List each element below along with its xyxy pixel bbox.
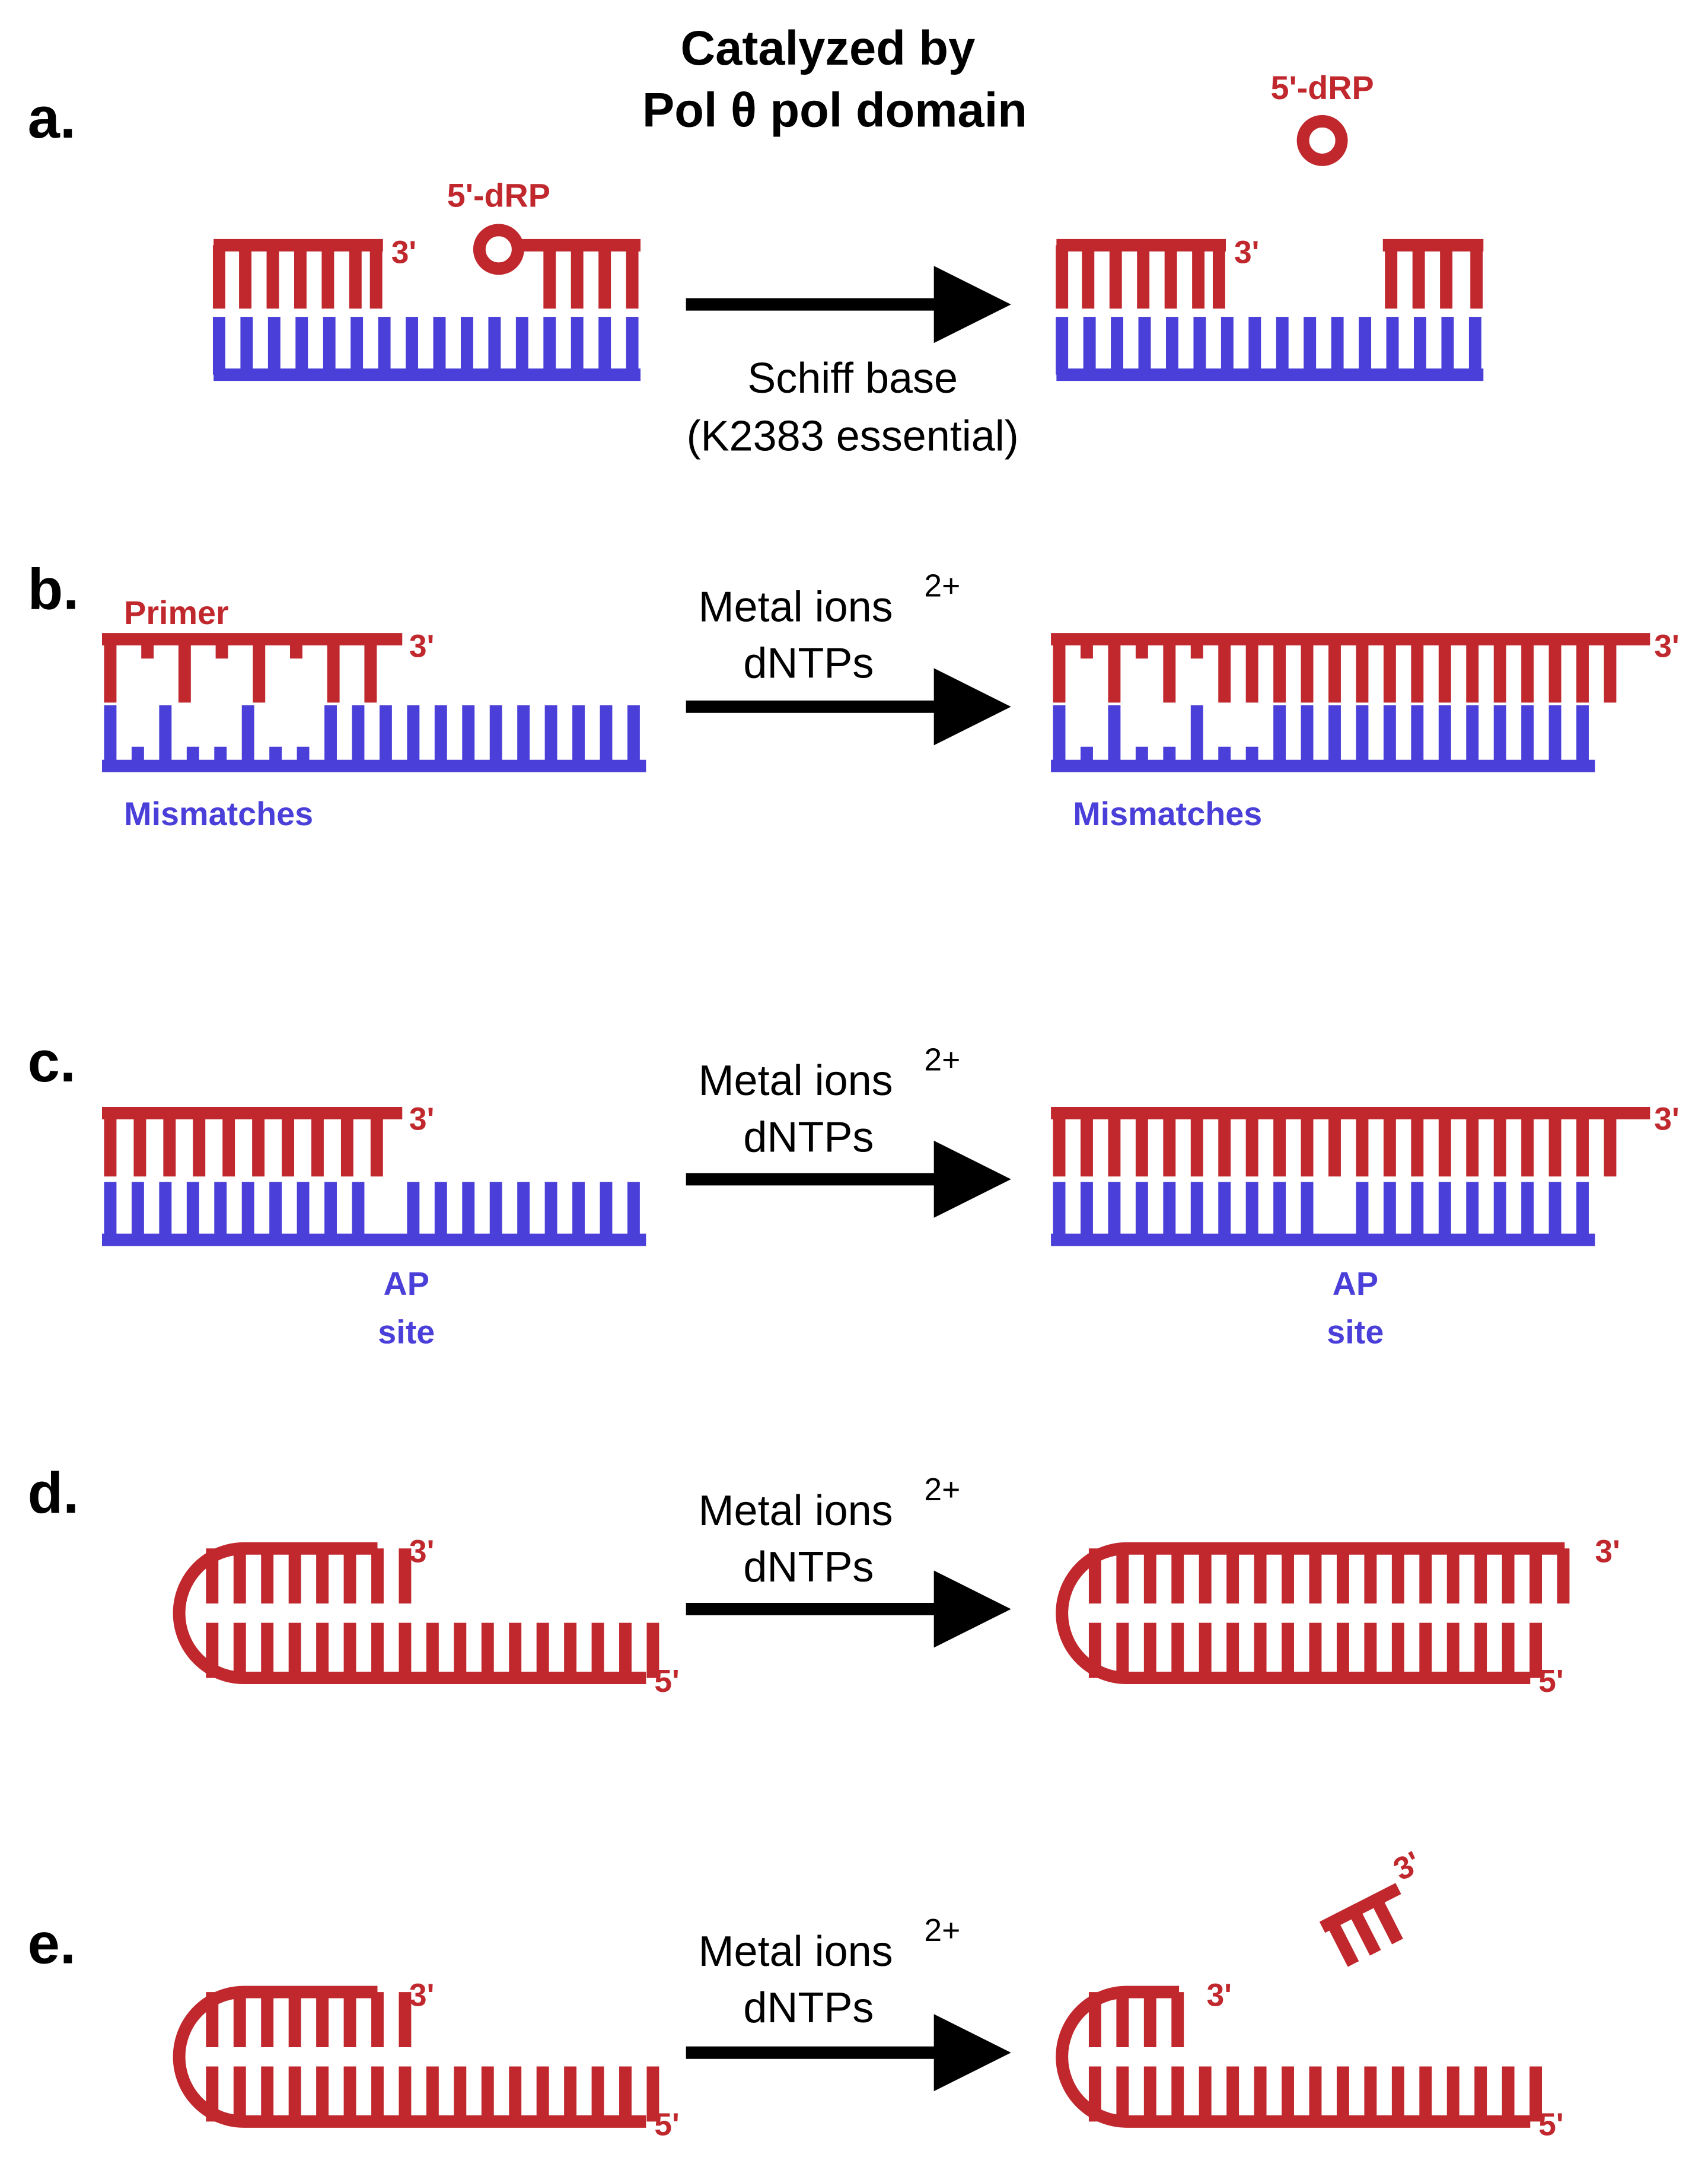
dna-template-strand [212,317,641,381]
dna-template-strand [1051,705,1595,772]
drp-label: 5'-dRP [447,177,550,214]
arrow-caption-line1: Metal ions [699,1487,893,1535]
drp-ring-icon [473,224,524,275]
ap-site-label-line2: site [1327,1313,1384,1350]
arrow-caption-superscript: 2+ [924,1913,960,1948]
drp-label: 5'-dRP [1270,69,1374,106]
three-prime-label: 3' [409,629,434,664]
panel-a-right-duplex: 5'-dRP 3' [1056,69,1484,381]
panel-d-arrow: Metal ions 2+ dNTPs [686,1472,1011,1648]
panel-c-right-duplex: 3' AP site [1051,1102,1680,1350]
panel-b-label: b. [28,556,79,621]
panel-d-left-hairpin: 3' 5' [173,1535,680,1699]
arrow-caption-superscript: 2+ [924,1042,960,1077]
three-prime-label: 3' [1595,1535,1620,1570]
arrow-head-icon [933,266,1011,343]
panel-b: Primer 3' Mismatches Metal ions 2+ dNTPs… [102,569,1680,832]
three-prime-label: 3' [391,236,416,271]
arrow-caption-line1: Metal ions [699,1928,893,1975]
dna-template-strand [1051,1182,1595,1246]
hairpin-strand [1056,1985,1542,2128]
five-prime-label: 5' [654,2108,679,2143]
five-prime-label: 5' [1538,1664,1563,1699]
arrow-caption-superscript: 2+ [924,1472,960,1507]
dna-primer-strand [212,238,641,309]
arrow-caption-line2: dNTPs [743,640,874,688]
released-fragment: 3' [1319,1845,1427,1967]
arrow-caption-line2: dNTPs [743,1113,874,1161]
ap-site-label-line1: AP [1333,1265,1378,1302]
dna-primer-strand [1051,633,1650,703]
three-prime-label: 3' [1654,1102,1679,1137]
arrow-head-icon [933,668,1011,746]
hairpin-strand [173,1542,659,1685]
hairpin-strand [1056,1542,1570,1685]
panel-e-left-hairpin: 3' 5' [173,1978,680,2143]
five-prime-label: 5' [654,1664,679,1699]
ap-site-label-line1: AP [384,1265,429,1302]
dna-primer-strand [1051,1106,1650,1177]
panel-b-arrow: Metal ions 2+ dNTPs [686,569,1011,746]
drp-ring-icon [1296,114,1348,166]
three-prime-label: 3' [1234,236,1259,271]
figure-title-line2: Pol θ pol domain [642,84,1027,138]
arrow-head-icon [933,1570,1011,1648]
panel-d-right-hairpin: 3' 5' [1056,1535,1620,1699]
panel-a-arrow: Schiff base (K2383 essential) [686,266,1019,460]
arrow-caption-line1: Metal ions [699,1057,893,1105]
panel-c-arrow: Metal ions 2+ dNTPs [686,1042,1011,1218]
dna-primer-strand [102,633,403,703]
panel-a-left-duplex: 5'-dRP 3' [212,177,641,381]
five-prime-label: 5' [1538,2108,1563,2143]
mismatches-label: Mismatches [1073,795,1262,832]
panel-b-right-duplex: 3' Mismatches [1051,629,1680,832]
panel-c: 3' AP site Metal ions 2+ dNTPs 3' AP sit… [102,1042,1680,1350]
panel-e-right-hairpin: 3' 5' 3' [1056,1845,1564,2143]
arrow-head-icon [933,2014,1011,2092]
panel-c-label: c. [28,1029,76,1094]
dna-primer-strand [102,1106,403,1177]
three-prime-label: 3' [1207,1978,1232,2013]
panel-e-arrow: Metal ions 2+ dNTPs [686,1913,1011,2092]
three-prime-label: 3' [409,1535,434,1570]
panel-c-left-duplex: 3' AP site [102,1102,646,1350]
three-prime-label: 3' [1388,1845,1427,1888]
three-prime-label: 3' [1654,629,1679,664]
arrow-caption-line1: Schiff base [747,355,958,402]
arrow-caption-line2: dNTPs [743,1544,874,1591]
arrow-caption-line2: dNTPs [743,1984,874,2032]
dna-primer-strand [1056,238,1484,309]
hairpin-strand [173,1985,659,2128]
ap-site-label-line2: site [378,1313,435,1350]
panel-a: 5'-dRP 3' Schiff base (K2383 essential) … [212,69,1484,460]
arrow-caption-superscript: 2+ [924,569,960,604]
mismatches-label: Mismatches [124,795,313,832]
panel-e-label: e. [28,1911,76,1975]
dna-template-strand [102,1182,646,1246]
primer-label: Primer [124,594,229,631]
figure-title-line1: Catalyzed by [680,21,975,75]
panel-b-left-duplex: Primer 3' Mismatches [102,594,646,832]
panel-d: 3' 5' Metal ions 2+ dNTPs 3' 5' [173,1472,1620,1699]
three-prime-label: 3' [409,1102,434,1137]
three-prime-label: 3' [409,1978,434,2013]
arrow-head-icon [933,1140,1011,1218]
panel-a-label: a. [28,85,76,150]
arrow-caption-line2: (K2383 essential) [687,412,1019,460]
arrow-caption-line1: Metal ions [699,583,893,631]
dna-template-strand [1056,317,1484,381]
dna-template-strand [102,705,646,772]
panel-e: 3' 5' Metal ions 2+ dNTPs 3' 5' 3' [173,1845,1564,2143]
panel-d-label: d. [28,1460,79,1525]
